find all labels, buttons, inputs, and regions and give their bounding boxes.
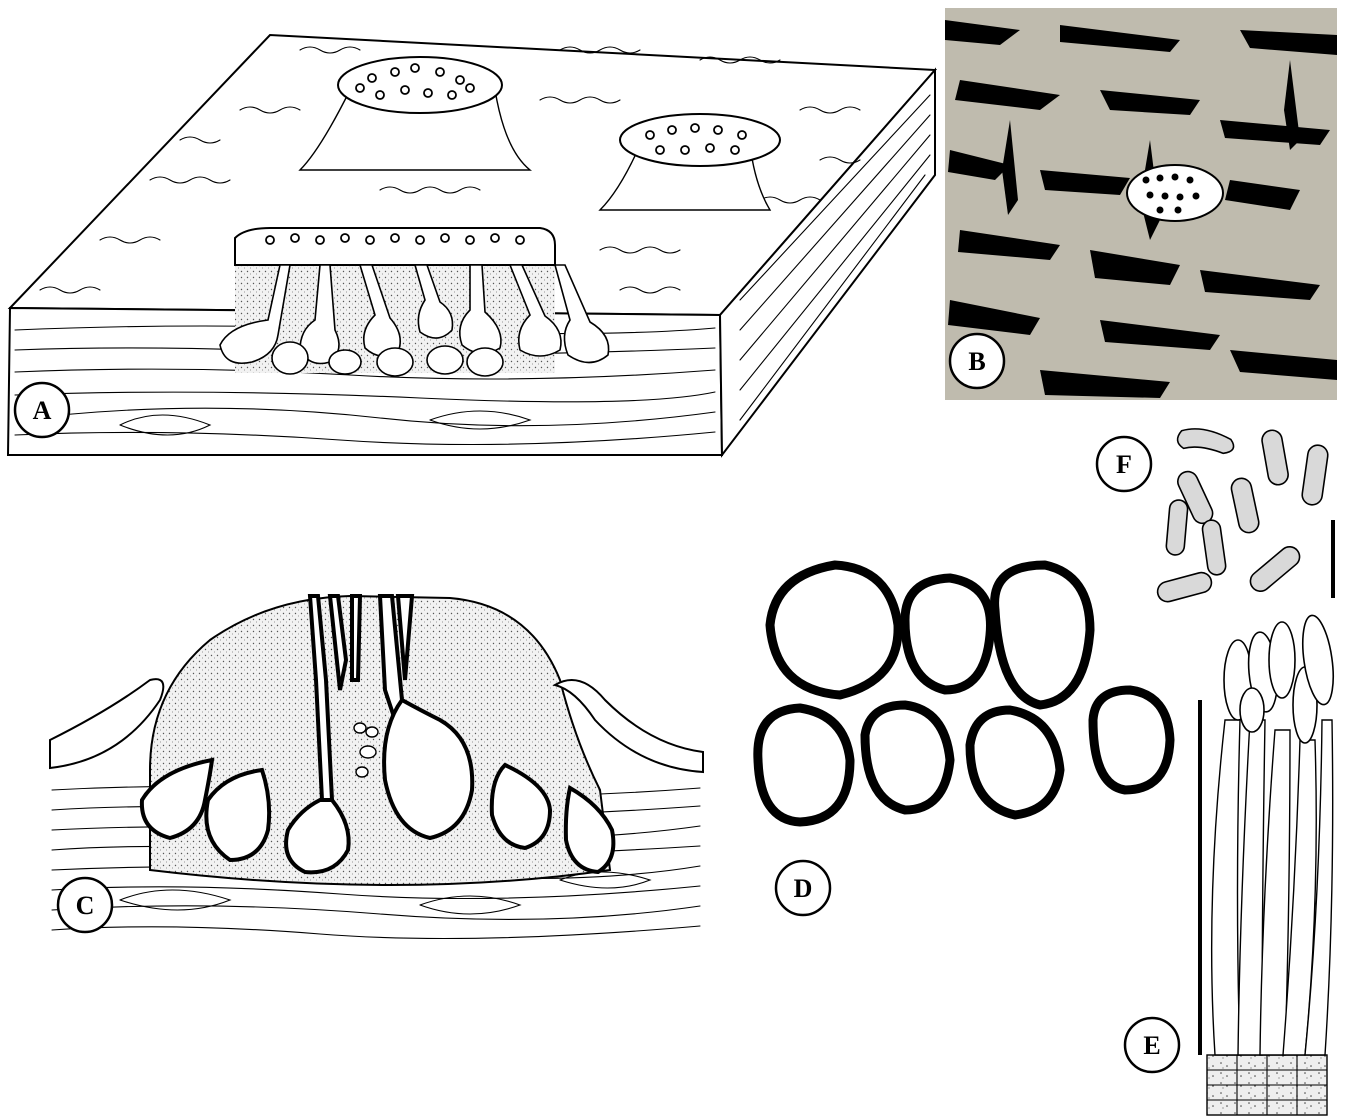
panel-f-label: F	[1097, 437, 1151, 491]
stroma-front-section	[220, 228, 609, 376]
panel-e-label: E	[1125, 1018, 1179, 1072]
panel-e-label-text: E	[1143, 1031, 1160, 1060]
panel-a-block-diagram: A	[8, 35, 935, 455]
panel-b-label-text: B	[968, 347, 985, 376]
panel-c-stroma-section: C	[48, 596, 703, 945]
panel-b-bark-habit: B	[945, 8, 1337, 400]
panel-c-label-text: C	[76, 891, 95, 920]
panel-f-ascospores: F	[1097, 425, 1333, 604]
panel-e-asci: E	[1125, 613, 1338, 1115]
panel-a-label: A	[15, 383, 69, 437]
panel-d-label-text: D	[794, 874, 813, 903]
panel-b-label: B	[950, 334, 1004, 388]
panel-c-label: C	[58, 878, 112, 932]
panel-a-label-text: A	[33, 396, 52, 425]
panel-d-cells: D	[758, 565, 1170, 915]
panel-f-label-text: F	[1116, 450, 1132, 479]
panel-d-label: D	[776, 861, 830, 915]
